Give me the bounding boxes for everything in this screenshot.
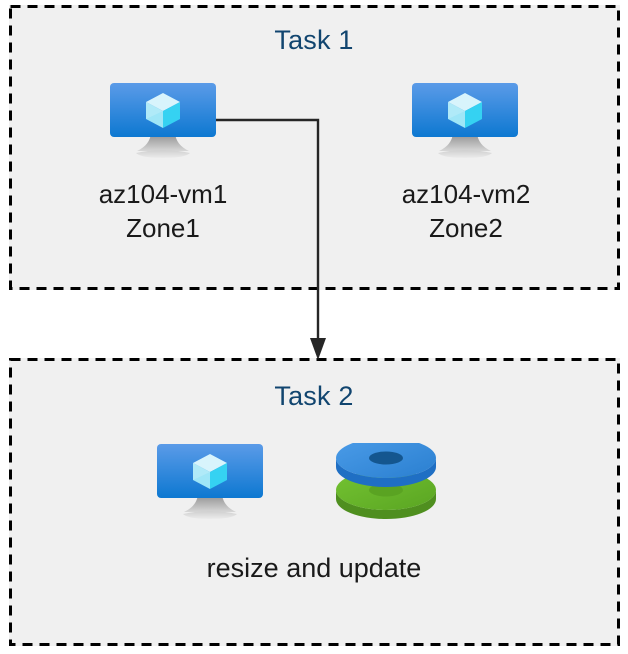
task2-caption: resize and update xyxy=(206,553,422,583)
virtual-machine-icon-vm2 xyxy=(412,83,518,159)
vm1-label: az104-vm1 Zone1 xyxy=(60,177,266,245)
virtual-machine-icon-vm1 xyxy=(110,83,216,159)
vm2-label: az104-vm2 Zone2 xyxy=(363,177,569,245)
vm1-label-text: az104-vm1 Zone1 xyxy=(98,179,228,243)
task2-title: Task 2 xyxy=(274,381,354,411)
task1-title: Task 1 xyxy=(274,25,354,55)
virtual-machine-icon-task2 xyxy=(157,444,263,520)
arrowhead-icon xyxy=(310,338,326,360)
vm2-label-text: az104-vm2 Zone2 xyxy=(401,179,531,243)
managed-disks-icon xyxy=(334,443,438,525)
disk-blue xyxy=(336,443,436,487)
